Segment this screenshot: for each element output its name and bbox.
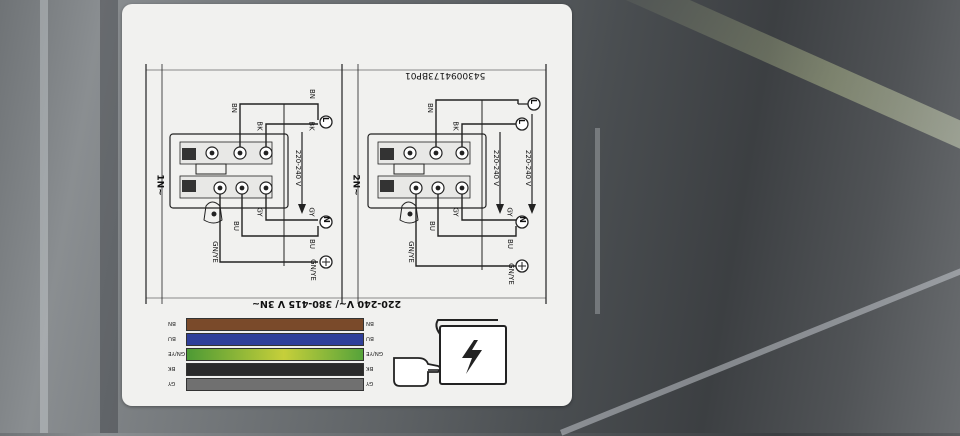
legend-label-left: GY — [168, 380, 176, 386]
metal-edge-highlight — [40, 0, 48, 433]
wire-label-bk-1b: BK — [307, 121, 316, 131]
legend-label-left: BK — [168, 365, 176, 371]
wire-label-bu-2b: BU — [505, 239, 514, 249]
voltage-label-2a: 220-240 V — [492, 149, 501, 187]
wire-label-bk-2: BK — [451, 121, 460, 131]
legend-swatch-bn — [186, 318, 364, 331]
legend-swatch-bk — [186, 363, 364, 376]
wire-label-gy-2b: GY — [505, 207, 514, 217]
metal-fold-reflection — [589, 0, 960, 196]
wire-label-bn-1: BN — [230, 102, 239, 114]
wire-label-bu-2: BU — [427, 221, 436, 231]
legend-label-right: GY — [366, 380, 374, 386]
legend-label-right: BN — [366, 320, 374, 326]
mode-1n: 1N~ — [154, 174, 165, 196]
wire-label-gnye-1b: GN/YE — [308, 259, 317, 281]
wire-label-gy-1b: GY — [307, 207, 316, 217]
legend-swatch-gy — [186, 378, 364, 391]
wire-label-bu-1b: BU — [307, 239, 316, 249]
terminal-l2-2: L — [517, 118, 527, 125]
wire-label-gy-2: GY — [451, 207, 460, 217]
legend-label-left: BU — [168, 335, 176, 341]
legend-label-left: GN/YE — [168, 350, 186, 356]
electric-shock-hand-icon — [393, 319, 507, 387]
terminal-n-2: N — [517, 216, 527, 223]
terminal-l-1: L — [321, 116, 331, 123]
wire-label-bu-1: BU — [231, 221, 240, 231]
wire-label-gnye-1: GN/YE — [210, 241, 219, 263]
wire-label-bn-2: BN — [426, 102, 435, 114]
wire-label-gy-1: GY — [255, 207, 264, 217]
terminal-l1-2: L — [529, 98, 539, 105]
voltage-label-2b: 220-240 V — [524, 149, 533, 187]
metal-edge-highlight — [100, 0, 118, 433]
panel-1n-diagram — [169, 103, 333, 269]
wire-label-gnye-2: GN/YE — [406, 241, 415, 263]
wiring-label-sticker: 5430094173BP01 220-240 V~/ 380-415 V 3N~… — [122, 4, 572, 406]
wire-label-gnye-2b: GN/YE — [506, 263, 515, 285]
legend-swatch-bu — [186, 333, 364, 346]
voltage-label-1: 220-240 V — [294, 149, 303, 187]
legend-label-right: GN/YE — [366, 350, 384, 356]
voltage-title: 220-240 V~/ 380-415 V 3N~ — [252, 298, 402, 309]
legend-label-left: BN — [168, 320, 176, 326]
wire-label-bk-1: BK — [255, 121, 264, 131]
legend-label-right: BU — [366, 335, 374, 341]
wire-label-bn-1b: BN — [308, 88, 317, 100]
panel-2n-diagram — [367, 97, 541, 273]
wiring-diagram — [145, 64, 547, 387]
metal-fold-reflection — [560, 235, 960, 436]
part-number: 5430094173BP01 — [405, 70, 486, 80]
metal-vertical-mark — [595, 128, 600, 314]
mode-2n: 2N~ — [350, 174, 361, 196]
terminal-n-1: N — [321, 216, 331, 223]
legend-label-right: BK — [366, 365, 374, 371]
legend-swatch-gnye — [186, 348, 364, 361]
